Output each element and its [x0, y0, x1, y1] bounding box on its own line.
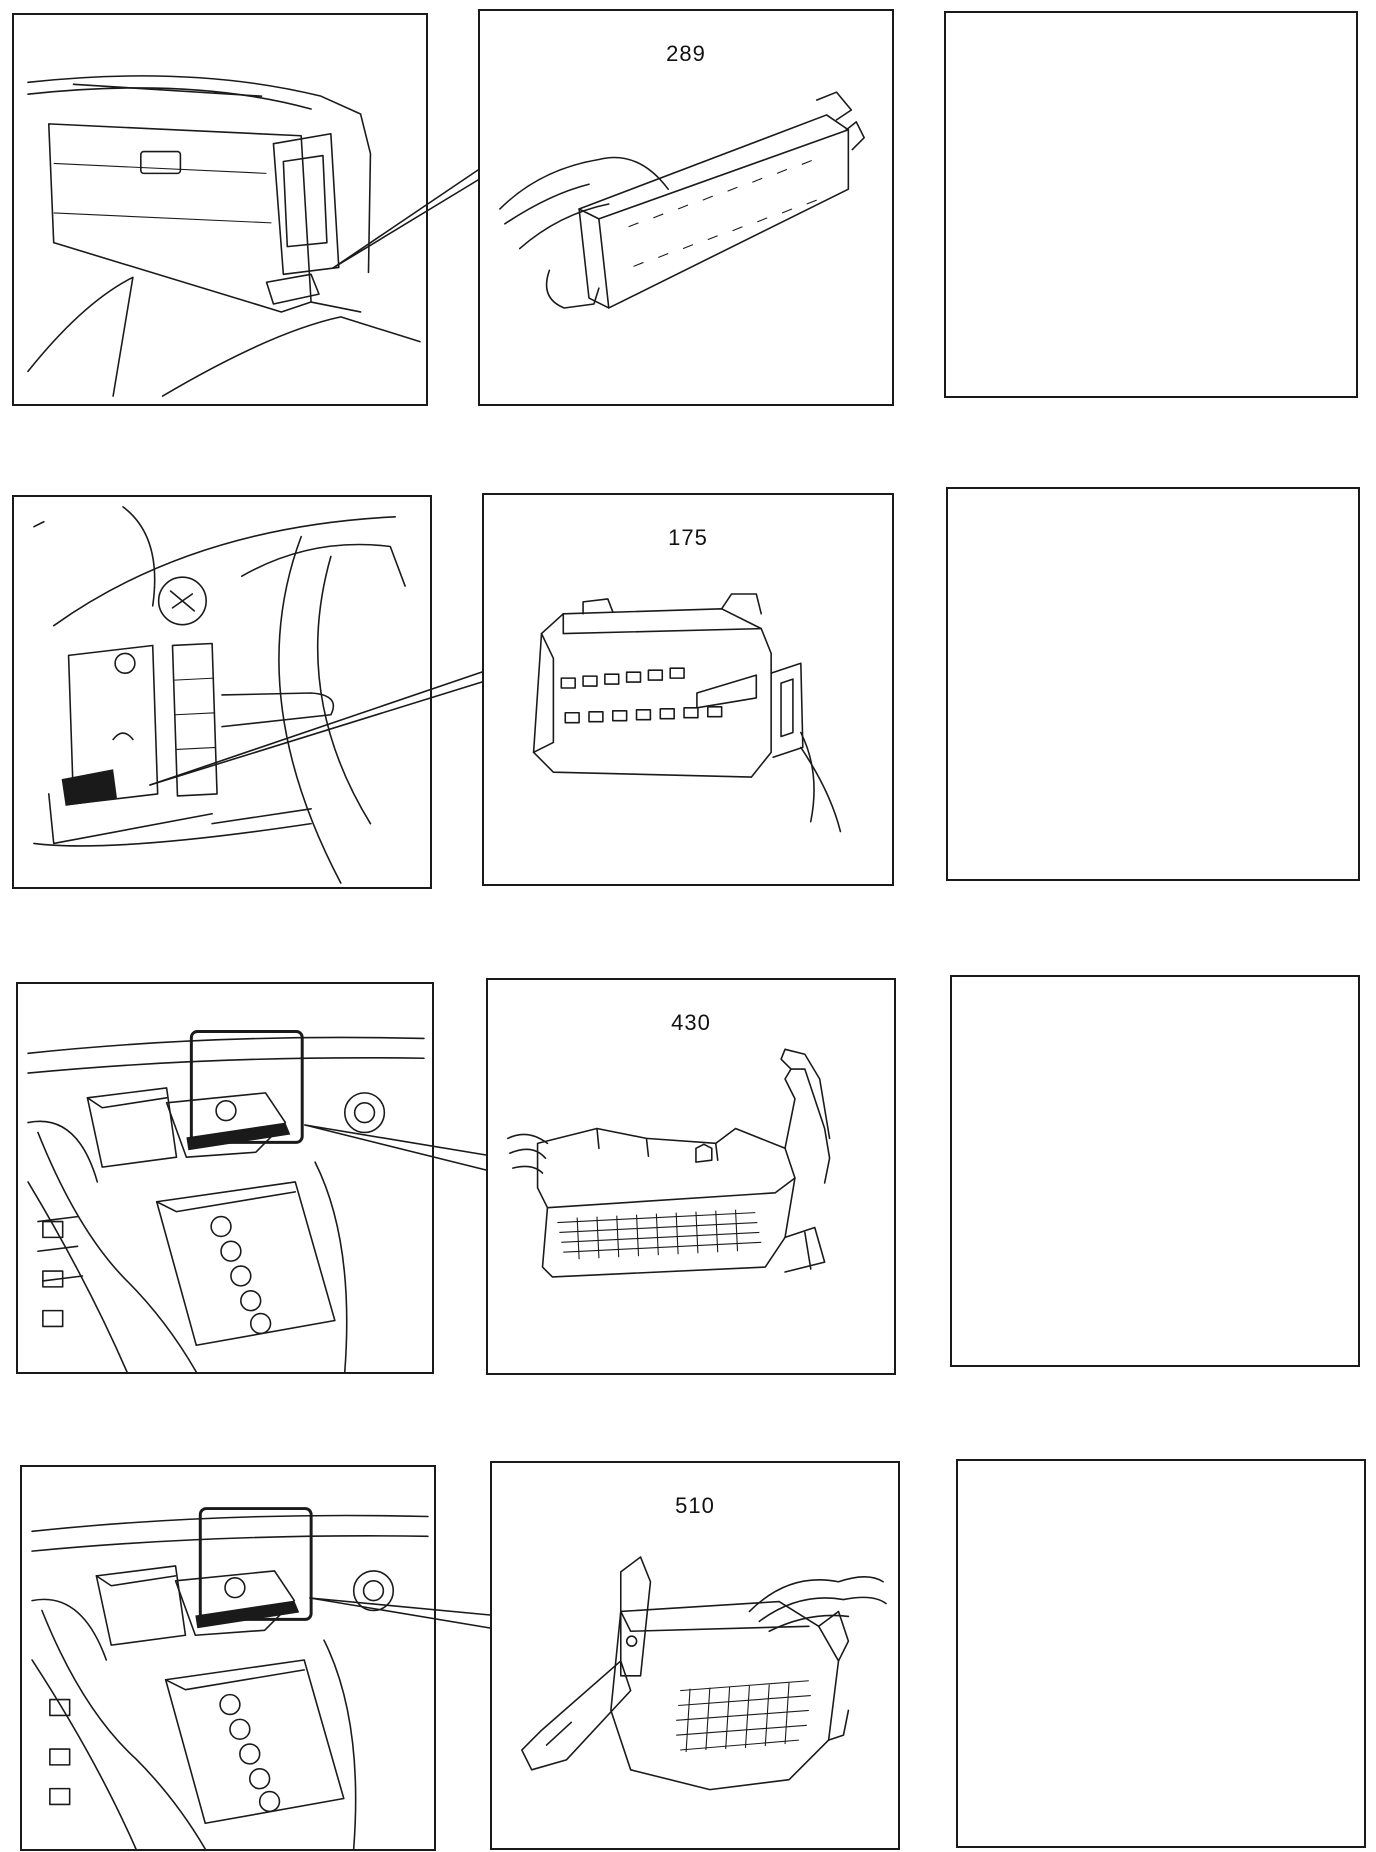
connector-panel-row-2: 175	[482, 493, 894, 886]
connector-number-label: 175	[668, 525, 708, 550]
location-panel-row-3	[16, 982, 434, 1374]
connector-289-illustration	[499, 91, 865, 309]
connector-175-illustration	[532, 593, 842, 833]
location-panel-row-2	[12, 495, 432, 889]
connector-510-illustration	[521, 1556, 887, 1791]
connector-430-illustration	[507, 1048, 831, 1278]
blank-panel-row-2	[946, 487, 1360, 881]
connector-number-label: 430	[671, 1010, 711, 1035]
location-panel-row-4	[20, 1465, 436, 1851]
connector-panel-row-1: 289	[478, 9, 894, 406]
connector-number-label: 289	[666, 41, 706, 66]
location-panel-row-1	[12, 13, 428, 406]
connector-panel-row-3: 430	[486, 978, 896, 1375]
engine-bay-ecu-location-illustration	[27, 1030, 425, 1372]
dashboard-diagnostic-socket-illustration	[33, 506, 406, 884]
dashboard-glovebox-illustration	[27, 75, 421, 397]
engine-bay-ecu-location-illustration-2	[31, 1507, 429, 1849]
connector-panel-row-4: 510	[490, 1461, 900, 1850]
blank-panel-row-4	[956, 1459, 1366, 1848]
connector-number-label: 510	[675, 1493, 715, 1518]
blank-panel-row-3	[950, 975, 1360, 1367]
blank-panel-row-1	[944, 11, 1358, 398]
